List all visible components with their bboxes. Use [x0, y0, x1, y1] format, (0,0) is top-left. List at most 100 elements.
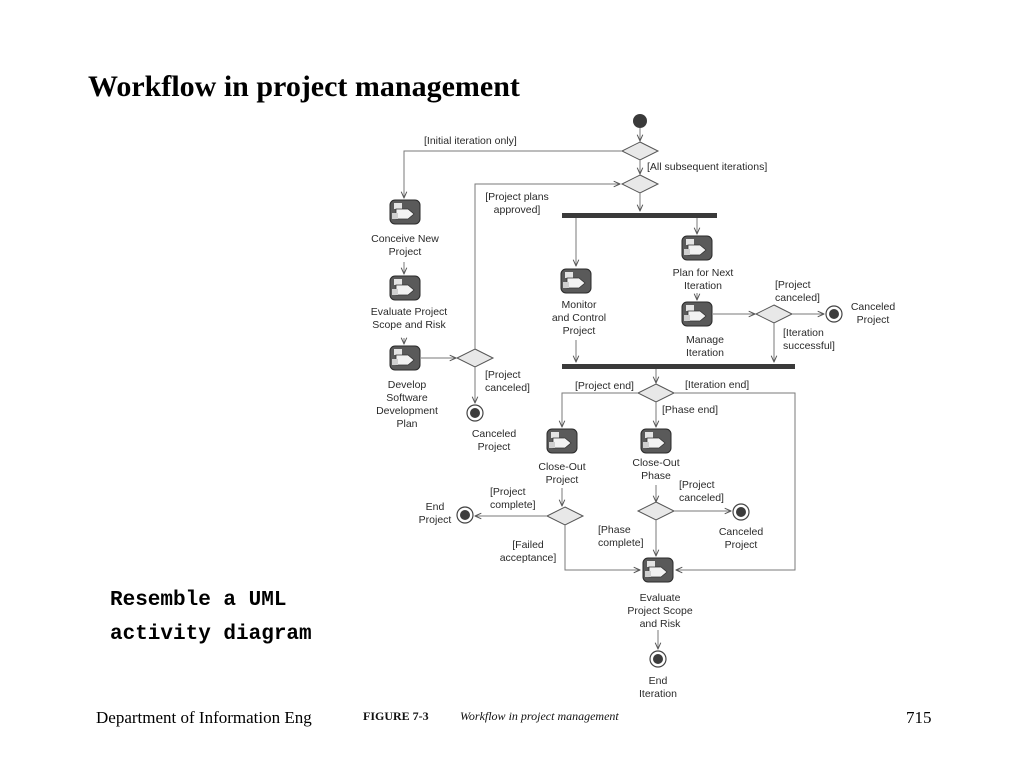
label-line: complete] — [490, 499, 536, 511]
note-line-2: activity diagram — [110, 623, 312, 646]
label-line: Develop — [388, 379, 427, 391]
figure-caption-label: FIGURE 7-3 — [363, 709, 429, 723]
guard-iteration-end: [Iteration end] — [685, 379, 749, 391]
label-line: Project — [857, 314, 890, 326]
label-line: Scope and Risk — [372, 319, 446, 331]
label-line: Project — [563, 325, 596, 337]
label-line: Software — [386, 392, 428, 404]
initial-node — [633, 114, 647, 128]
label-line: [Iteration end] — [685, 379, 749, 391]
fork-bar — [562, 213, 717, 218]
label-line: Project — [478, 441, 511, 453]
slide-note: Resemble a UML activity diagram — [110, 584, 312, 652]
guard-phase-end: [Phase end] — [662, 404, 718, 416]
label-line: Evaluate — [640, 592, 681, 604]
label-line: [Project plans — [485, 191, 549, 203]
decision-plan — [456, 348, 494, 368]
label-line: Monitor — [561, 299, 597, 311]
label-line: Evaluate Project — [371, 306, 448, 318]
footer-department: Department of Information Eng — [96, 708, 312, 727]
page-number: 715 — [906, 708, 932, 727]
decision-end — [637, 383, 675, 403]
guard-project-end: [Project end] — [575, 380, 634, 392]
slide-title: Workflow in project management — [88, 70, 520, 103]
activity-conceive-icon — [389, 199, 421, 225]
label-line: Canceled — [472, 428, 517, 440]
label-line: Manage — [686, 334, 724, 346]
final-canceled-bottom — [732, 503, 750, 521]
label-line: Close-Out — [538, 461, 585, 473]
label-line: successful] — [783, 340, 835, 352]
decision-initial — [621, 141, 659, 161]
label-line: Development — [376, 405, 438, 417]
label-line: [All subsequent iterations] — [647, 161, 767, 173]
figure-caption-text: Workflow in project management — [460, 709, 619, 723]
label-line: canceled] — [485, 382, 530, 394]
label-line: [Project — [679, 479, 715, 491]
label-line: End — [649, 675, 668, 687]
label-line: Close-Out — [632, 457, 679, 469]
label-line: complete] — [598, 537, 644, 549]
final-canceled-left — [466, 404, 484, 422]
label-line: Iteration — [684, 280, 722, 292]
label-line: [Project end] — [575, 380, 634, 392]
label-line: [Phase end] — [662, 404, 718, 416]
join-bar — [562, 364, 795, 369]
label-line: [Failed — [512, 539, 544, 551]
final-end-iteration — [649, 650, 667, 668]
label-line: [Initial iteration only] — [424, 135, 517, 147]
label-line: approved] — [494, 204, 541, 216]
label-line: Iteration — [686, 347, 724, 359]
label-line: Project — [725, 539, 758, 551]
label-line: End — [426, 501, 445, 513]
label-line: canceled] — [679, 492, 724, 504]
final-canceled-right — [825, 305, 843, 323]
activity-monitor-icon — [560, 268, 592, 294]
label-line: [Project — [490, 486, 526, 498]
guard-initial-only: [Initial iteration only] — [424, 135, 517, 147]
label-line: [Phase — [598, 524, 631, 536]
label-line: acceptance] — [500, 552, 557, 564]
decision-phase — [637, 501, 675, 521]
note-line-1: Resemble a UML — [110, 589, 287, 612]
label-line: Project — [419, 514, 452, 526]
label-line: Plan — [396, 418, 417, 430]
activity-evaluate-final-icon — [642, 557, 674, 583]
label-line: Project — [389, 246, 422, 258]
label-line: Iteration — [639, 688, 677, 700]
label-line: and Risk — [640, 618, 682, 630]
final-end-project — [456, 506, 474, 524]
activity-evaluate-scope-icon — [389, 275, 421, 301]
activity-develop-plan-icon — [389, 345, 421, 371]
guard-subsequent: [All subsequent iterations] — [647, 161, 767, 173]
decision-subsequent — [621, 174, 659, 194]
label-line: Phase — [641, 470, 671, 482]
decision-manage — [755, 304, 793, 324]
label-line: [Project — [775, 279, 811, 291]
label-line: [Project — [485, 369, 521, 381]
label-line: Project Scope — [627, 605, 693, 617]
decision-project — [546, 506, 584, 526]
label-line: [Iteration — [783, 327, 824, 339]
